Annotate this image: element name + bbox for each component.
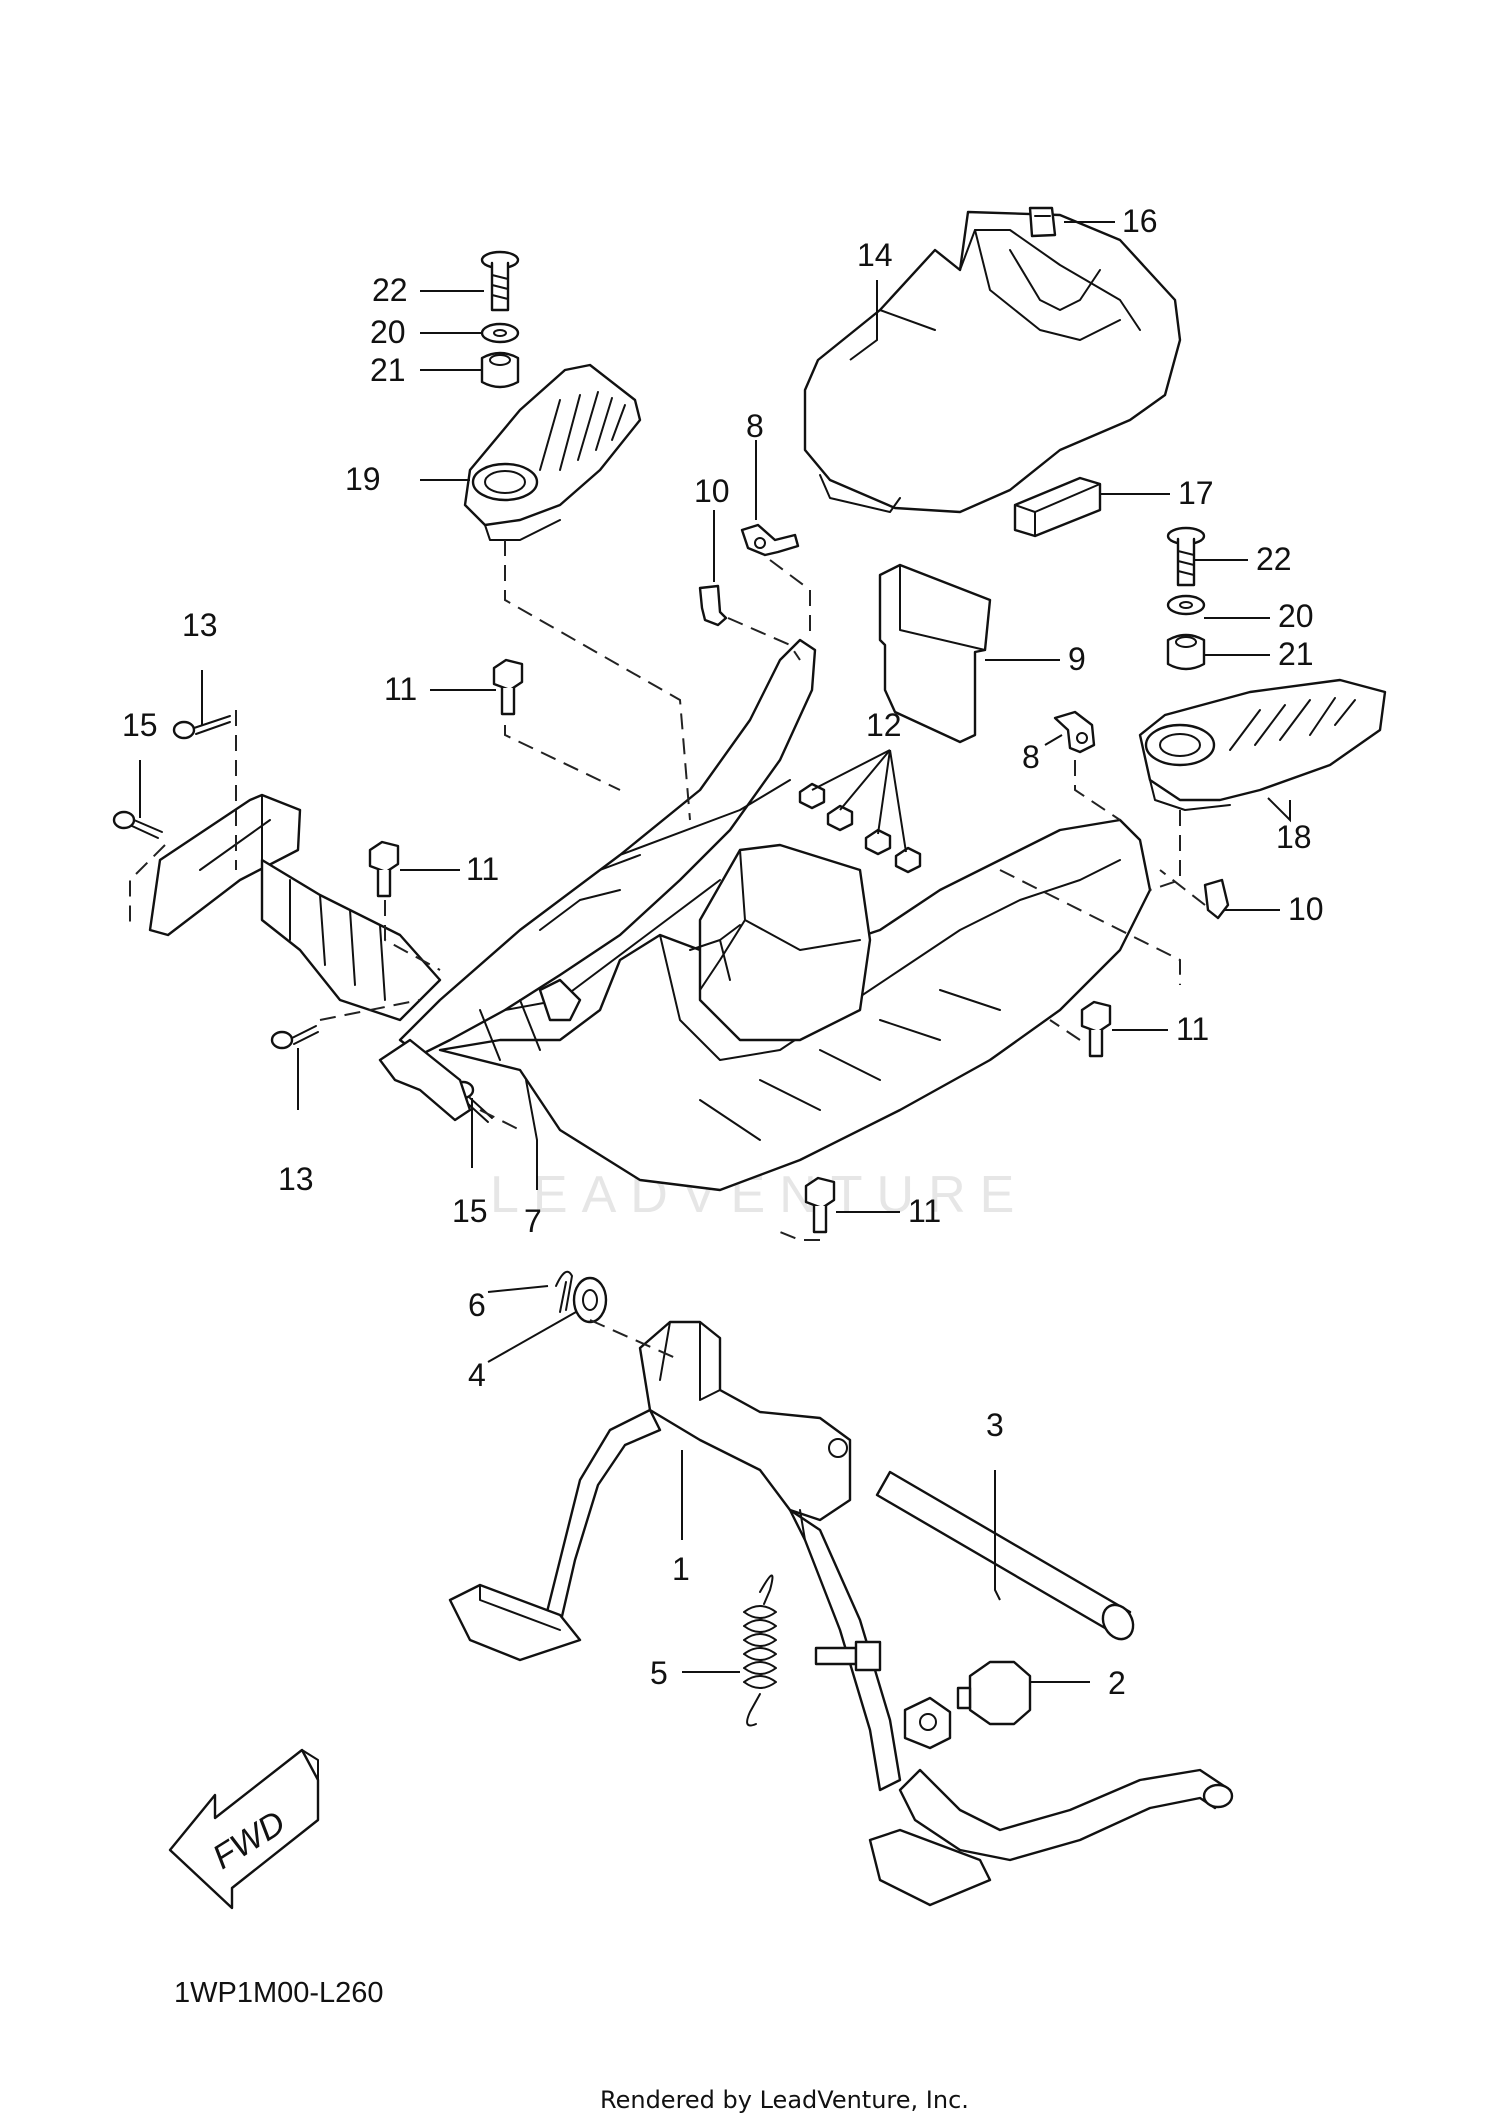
callout-8-top: 8 xyxy=(746,408,764,444)
callout-11-c: 11 xyxy=(1176,1011,1209,1047)
part-22-bolt-right[interactable] xyxy=(1166,526,1206,587)
part-13-screw-top[interactable] xyxy=(172,715,231,740)
part-11-bolt-d[interactable] xyxy=(804,1176,836,1234)
callout-22-right: 22 xyxy=(1256,541,1292,577)
callout-3: 3 xyxy=(986,1407,1004,1443)
callout-11-a: 11 xyxy=(384,671,417,707)
callout-13-bottom: 13 xyxy=(278,1161,314,1197)
diagram-code: 1WP1M00-L260 xyxy=(174,1977,384,2009)
part-8-bracket-top[interactable] xyxy=(740,523,800,557)
callout-21-left: 21 xyxy=(370,352,406,388)
part-17-pad[interactable] xyxy=(1013,476,1102,538)
callout-12: 12 xyxy=(866,707,902,743)
callout-6: 6 xyxy=(468,1287,486,1323)
callout-2: 2 xyxy=(1108,1665,1126,1701)
callout-15-left: 15 xyxy=(122,707,158,743)
leader-lines xyxy=(139,221,1291,1683)
part-10-clip-top[interactable] xyxy=(698,584,728,627)
callout-15-bottom: 15 xyxy=(452,1193,488,1229)
callout-17: 17 xyxy=(1178,475,1214,511)
part-13-screw-bottom[interactable] xyxy=(270,1025,319,1050)
callout-10-top: 10 xyxy=(694,473,730,509)
callout-7: 7 xyxy=(524,1203,542,1239)
callout-18: 18 xyxy=(1276,819,1312,855)
part-8-bracket-right[interactable] xyxy=(1053,710,1096,754)
part-11-bolt-b[interactable] xyxy=(368,840,400,898)
callout-4: 4 xyxy=(468,1357,486,1393)
part-20-washer-right[interactable] xyxy=(1166,594,1206,616)
part-9-pad[interactable] xyxy=(878,563,992,744)
callout-20-left: 20 xyxy=(370,314,406,350)
callout-5: 5 xyxy=(650,1655,668,1691)
callout-8-right: 8 xyxy=(1022,739,1040,775)
part-18-right-footrest[interactable] xyxy=(1138,678,1387,811)
part-4-washer[interactable] xyxy=(572,1276,608,1324)
callout-16: 16 xyxy=(1122,203,1158,239)
callout-13-top: 13 xyxy=(182,607,218,643)
part-3-pivot-shaft[interactable] xyxy=(875,1470,1139,1645)
render-credit: Rendered by LeadVenture, Inc. xyxy=(600,2086,969,2114)
callout-labels: 16 14 17 22 20 21 19 8 10 22 20 21 9 12 … xyxy=(122,203,1324,1701)
callout-11-b: 11 xyxy=(466,851,499,887)
part-21-grommet-left[interactable] xyxy=(480,351,520,389)
part-10-clip-right[interactable] xyxy=(1203,878,1230,920)
part-16-clip[interactable] xyxy=(1028,206,1057,238)
part-5-spring[interactable] xyxy=(743,1574,777,1727)
part-1-main-stand[interactable] xyxy=(448,1320,1234,1907)
part-22-bolt-left[interactable] xyxy=(480,250,520,312)
part-6-cotter-pin[interactable] xyxy=(555,1270,573,1313)
assembly-lines xyxy=(129,540,1206,1361)
callout-14: 14 xyxy=(857,237,893,273)
callout-10-right: 10 xyxy=(1288,891,1324,927)
callout-11-d: 11 xyxy=(908,1193,941,1229)
callout-21-right: 21 xyxy=(1278,636,1314,672)
part-11-bolt-a[interactable] xyxy=(492,658,524,716)
part-19-left-footrest[interactable] xyxy=(463,363,642,541)
callout-1: 1 xyxy=(672,1551,690,1587)
part-11-bolt-c[interactable] xyxy=(1080,1000,1112,1058)
part-2-stopper[interactable] xyxy=(956,1660,1032,1726)
callout-19: 19 xyxy=(345,461,381,497)
fwd-arrow-icon: FWD xyxy=(168,1748,320,1910)
part-15-screw-left[interactable] xyxy=(112,810,163,839)
part-7-floor-frame[interactable] xyxy=(148,638,1152,1192)
callout-20-right: 20 xyxy=(1278,598,1314,634)
part-14-rear-cover[interactable] xyxy=(803,210,1182,514)
part-21-grommet-right[interactable] xyxy=(1166,633,1206,671)
callout-22-left: 22 xyxy=(372,272,408,308)
callout-9: 9 xyxy=(1068,641,1086,677)
part-20-washer-left[interactable] xyxy=(480,322,520,344)
